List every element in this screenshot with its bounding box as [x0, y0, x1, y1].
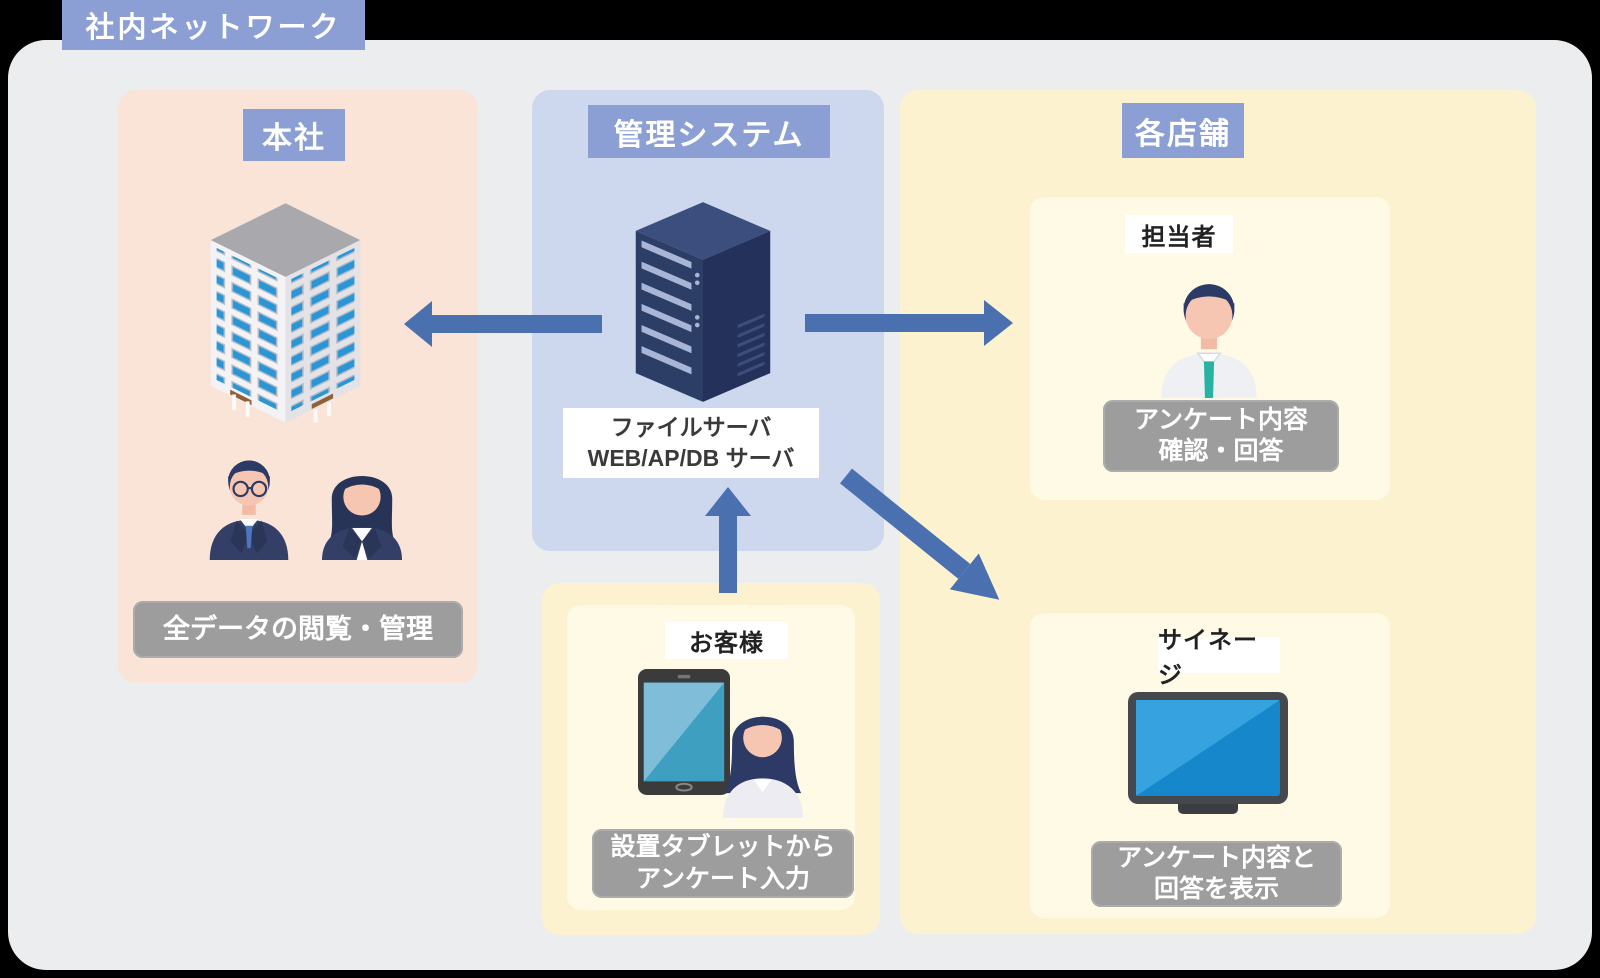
- system-panel-label: 管理システム: [588, 105, 830, 158]
- staff-caption-line2: 確認・回答: [1158, 437, 1284, 465]
- customer-woman-icon: [710, 690, 816, 818]
- signage-label: サイネージ: [1158, 627, 1280, 689]
- server-caption-line1: ファイルサーバ: [610, 413, 772, 440]
- office-building-icon: [203, 196, 368, 428]
- signage-caption: アンケート内容と 回答を表示: [1091, 841, 1342, 907]
- signage-caption-line2: 回答を表示: [1153, 875, 1279, 903]
- staff-caption-line1: アンケート内容: [1133, 405, 1308, 434]
- hq-caption-text: 全データの閲覧・管理: [163, 613, 433, 644]
- server-caption-line2: WEB/AP/DB サーバ: [587, 445, 795, 471]
- hq-panel-label: 本社: [243, 109, 345, 161]
- stores-panel-label: 各店舗: [1122, 103, 1244, 158]
- hq-woman-icon: [313, 456, 411, 560]
- staff-person-icon: [1153, 272, 1265, 398]
- customer-label: お客様: [665, 622, 788, 659]
- signage-caption-line1: アンケート内容と: [1116, 843, 1316, 872]
- signage-monitor-icon: [1128, 692, 1288, 820]
- hq-caption: 全データの閲覧・管理: [133, 601, 463, 658]
- server-caption: ファイルサーバ WEB/AP/DB サーバ: [563, 408, 819, 478]
- diagram-title: 社内ネットワーク: [62, 0, 365, 50]
- server-icon: [630, 198, 776, 406]
- staff-caption: アンケート内容 確認・回答: [1103, 400, 1339, 472]
- tablet-icon: [638, 668, 730, 796]
- customer-caption-line1: 設置タブレットから: [610, 833, 836, 862]
- hq-man-icon: [203, 448, 295, 560]
- staff-label: 担当者: [1125, 215, 1233, 253]
- customer-caption: 設置タブレットから アンケート入力: [592, 829, 854, 898]
- customer-caption-line2: アンケート入力: [635, 864, 810, 893]
